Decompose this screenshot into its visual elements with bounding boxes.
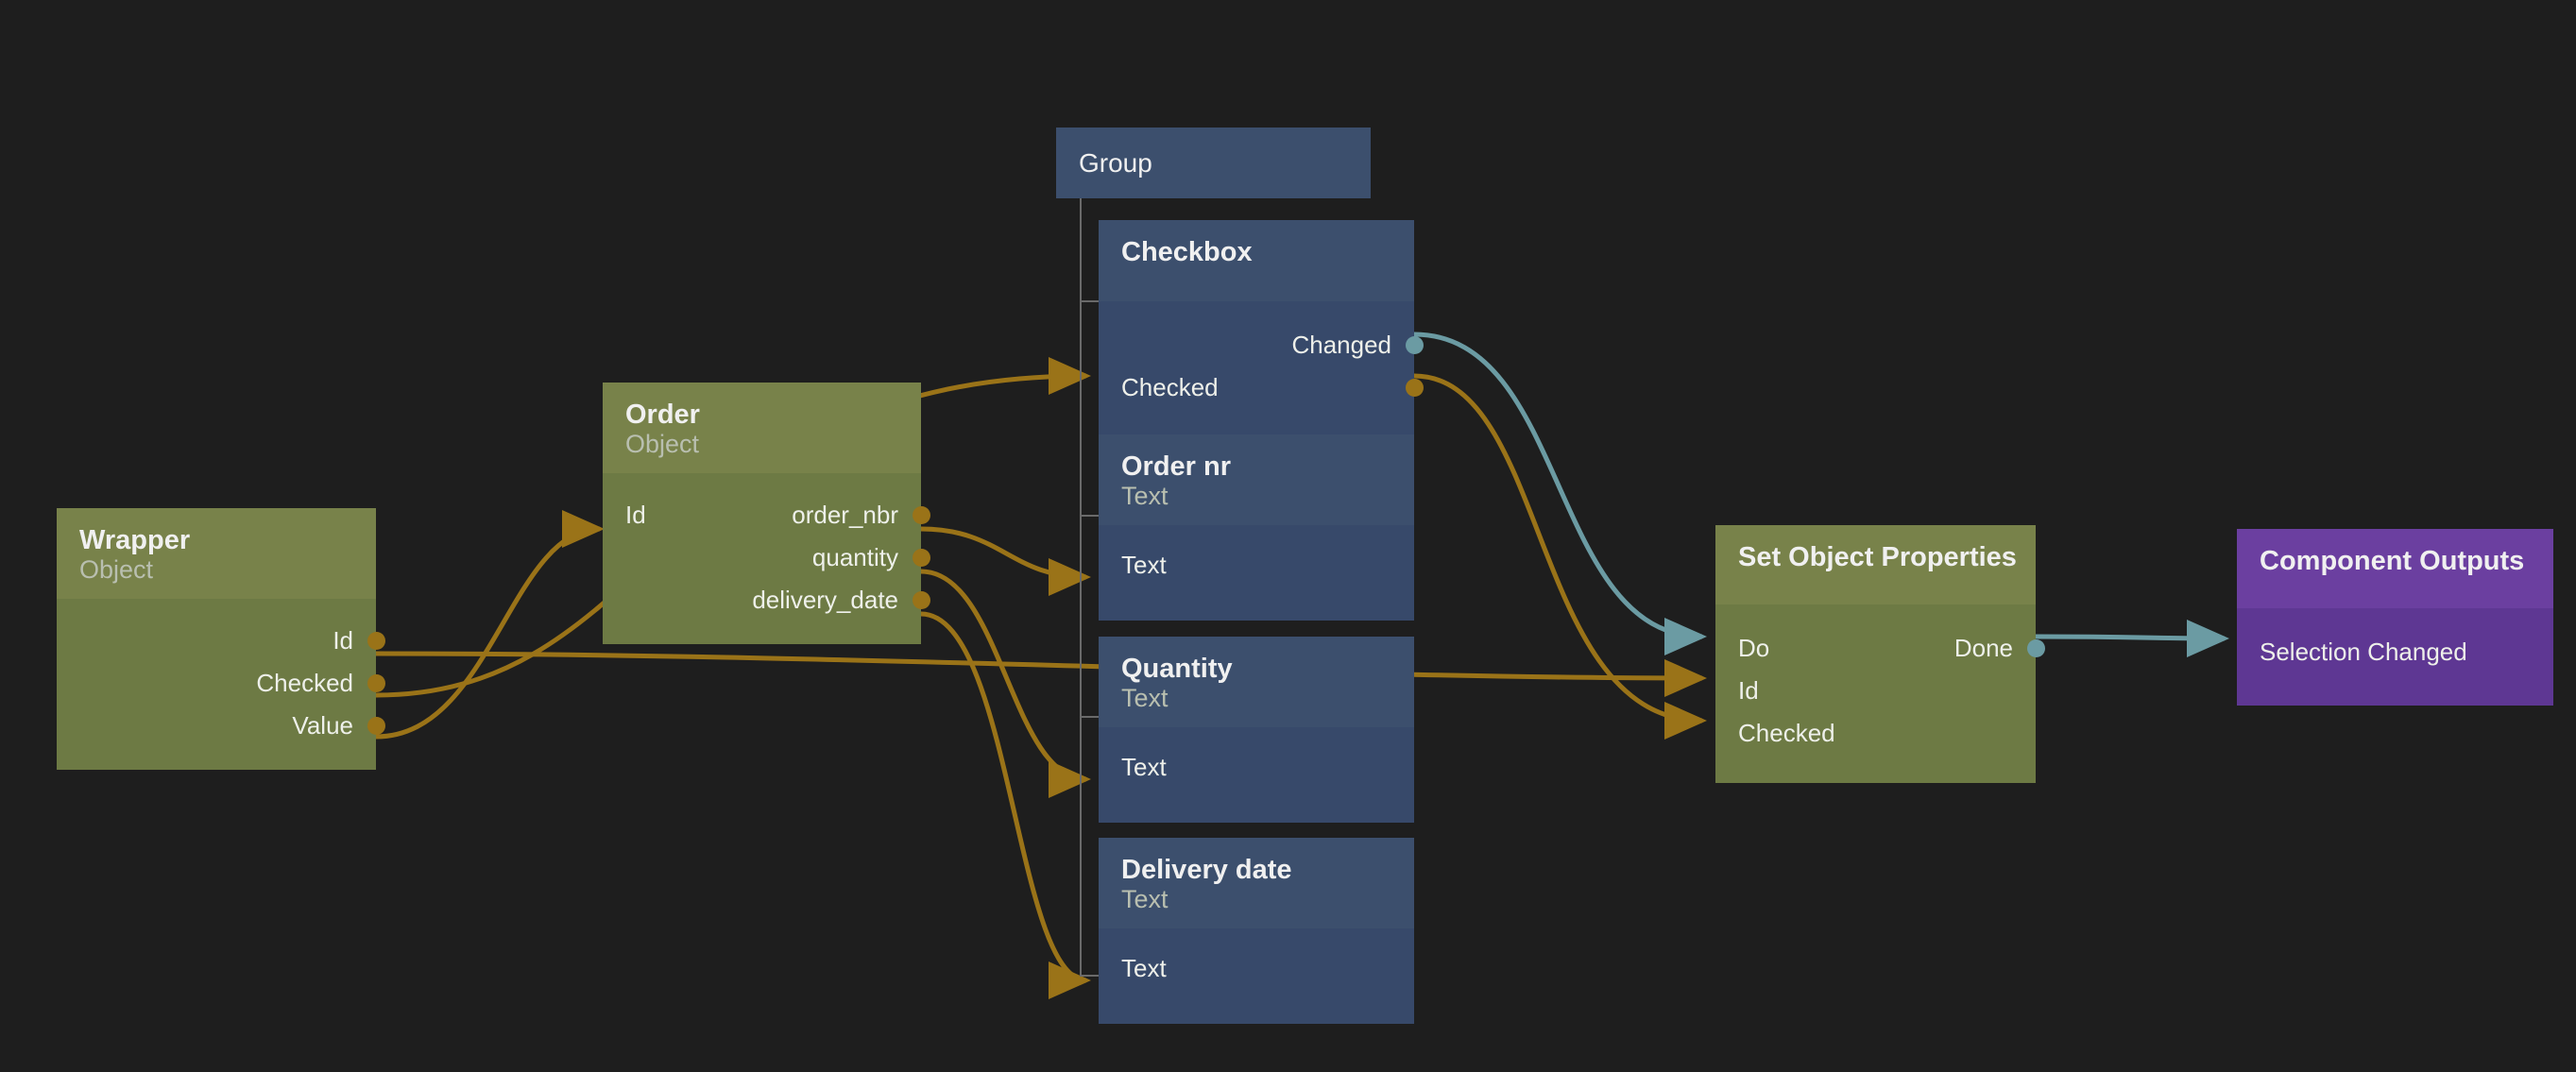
node-set-object-properties-header: Set Object Properties bbox=[1715, 525, 2036, 605]
group-tree-tick-quantity bbox=[1080, 716, 1102, 718]
port-row-wrapper-out-checked[interactable]: Checked bbox=[57, 662, 385, 705]
node-quantity-header: Quantity Text bbox=[1099, 637, 1414, 728]
node-order-nr-header: Order nr Text bbox=[1099, 434, 1414, 526]
port-label-wrapper-checked: Checked bbox=[256, 669, 353, 698]
port-label-wrapper-id: Id bbox=[333, 626, 353, 655]
node-component-outputs-body: Selection Changed bbox=[2237, 608, 2553, 706]
node-wrapper-body: Id Checked Value bbox=[57, 599, 385, 771]
port-label-order-order-nbr: order_nbr bbox=[792, 501, 898, 530]
port-row-sop-do-done[interactable]: Do Done bbox=[1715, 627, 2045, 670]
port-label-order-quantity: quantity bbox=[811, 543, 898, 572]
port-dot-checkbox-checked-out[interactable] bbox=[1405, 379, 1424, 398]
wire-order-ordernbr-to-ordernr-text bbox=[920, 526, 1091, 596]
port-dot-wrapper-value[interactable] bbox=[367, 717, 385, 736]
wire-checkbox-changed-to-sop-do bbox=[1413, 332, 1707, 655]
port-row-quantity-in-text[interactable]: Text bbox=[1099, 746, 1414, 789]
wire-order-deliverydate-to-deliverydate-text bbox=[920, 611, 1091, 999]
wire-wrapper-id-to-sop-id bbox=[375, 651, 1707, 697]
port-dot-wrapper-checked[interactable] bbox=[367, 674, 385, 693]
port-label-sop-do: Do bbox=[1738, 634, 1770, 663]
port-dot-order-quantity[interactable] bbox=[912, 549, 930, 568]
port-row-order-id-ordernbr[interactable]: Id order_nbr bbox=[603, 494, 930, 536]
port-dot-wrapper-id[interactable] bbox=[367, 632, 385, 651]
group-tree-tick-order-nr bbox=[1080, 515, 1102, 517]
port-label-wrapper-value: Value bbox=[292, 711, 353, 740]
port-label-sop-id: Id bbox=[1738, 676, 1759, 706]
node-order-subtitle: Object bbox=[625, 430, 700, 459]
port-row-order-nr-in-text[interactable]: Text bbox=[1099, 544, 1414, 587]
node-delivery-date-title: Delivery date bbox=[1121, 855, 1292, 885]
node-component-outputs-title: Component Outputs bbox=[2260, 546, 2525, 576]
port-label-sop-checked: Checked bbox=[1738, 719, 1835, 748]
port-dot-order-order-nbr[interactable] bbox=[912, 506, 930, 525]
port-row-checkbox-out-changed[interactable]: Changed bbox=[1099, 324, 1424, 366]
port-row-wrapper-out-id[interactable]: Id bbox=[57, 620, 385, 662]
node-order-nr-subtitle: Text bbox=[1121, 482, 1169, 511]
node-order-body: Id order_nbr quantity delivery_date bbox=[603, 473, 930, 645]
port-dot-order-delivery-date[interactable] bbox=[912, 591, 930, 610]
port-label-delivery-date-text: Text bbox=[1121, 954, 1167, 983]
node-quantity-body: Text bbox=[1099, 727, 1414, 824]
node-quantity[interactable]: Quantity Text Text bbox=[1099, 637, 1414, 824]
node-wrapper-header: Wrapper Object bbox=[57, 508, 376, 600]
node-quantity-subtitle: Text bbox=[1121, 684, 1169, 713]
wire-sop-done-to-component-selectionchanged bbox=[2035, 619, 2229, 657]
port-label-quantity-text: Text bbox=[1121, 753, 1167, 782]
node-quantity-title: Quantity bbox=[1121, 654, 1233, 684]
port-row-order-out-delivery-date[interactable]: delivery_date bbox=[603, 579, 930, 621]
port-label-checkbox-changed: Changed bbox=[1291, 331, 1391, 360]
node-checkbox-body: Changed Checked bbox=[1099, 301, 1424, 444]
wire-checkbox-checked-to-sop-checked bbox=[1413, 373, 1707, 740]
node-order-header: Order Object bbox=[603, 383, 921, 474]
node-order[interactable]: Order Object Id order_nbr quantity deliv… bbox=[603, 383, 930, 645]
port-row-sop-in-checked[interactable]: Checked bbox=[1715, 712, 2036, 755]
port-label-sop-done: Done bbox=[1953, 634, 2013, 663]
wire-wrapper-value-to-order-id bbox=[375, 510, 605, 740]
port-label-component-outputs-selection-changed: Selection Changed bbox=[2260, 638, 2467, 667]
group-tree-stem bbox=[1080, 194, 1082, 977]
port-dot-sop-done[interactable] bbox=[2026, 639, 2045, 658]
node-wrapper-subtitle: Object bbox=[79, 555, 154, 585]
group-tree-tick-delivery-date bbox=[1080, 975, 1102, 977]
port-row-checkbox-checked[interactable]: Checked bbox=[1099, 366, 1424, 409]
group-label: Group bbox=[1079, 147, 1152, 178]
node-checkbox-header: Checkbox bbox=[1099, 220, 1414, 302]
node-delivery-date-subtitle: Text bbox=[1121, 885, 1169, 914]
port-dot-checkbox-changed[interactable] bbox=[1405, 336, 1424, 355]
group-banner[interactable]: Group bbox=[1056, 128, 1371, 198]
port-row-sop-in-id[interactable]: Id bbox=[1715, 670, 2036, 712]
node-component-outputs[interactable]: Component Outputs Selection Changed bbox=[2237, 529, 2553, 706]
port-row-component-outputs-in-selection-changed[interactable]: Selection Changed bbox=[2237, 631, 2553, 673]
node-delivery-date-body: Text bbox=[1099, 928, 1414, 1025]
node-delivery-date[interactable]: Delivery date Text Text bbox=[1099, 838, 1414, 1025]
node-delivery-date-header: Delivery date Text bbox=[1099, 838, 1414, 929]
node-set-object-properties-body: Do Done Id Checked bbox=[1715, 604, 2045, 784]
node-order-nr-title: Order nr bbox=[1121, 451, 1232, 482]
node-component-outputs-header: Component Outputs bbox=[2237, 529, 2553, 609]
wire-order-quantity-to-quantity-text bbox=[920, 569, 1091, 798]
node-set-object-properties[interactable]: Set Object Properties Do Done Id Checked bbox=[1715, 525, 2045, 784]
node-set-object-properties-title: Set Object Properties bbox=[1738, 542, 2017, 572]
port-label-order-delivery-date: delivery_date bbox=[752, 586, 898, 615]
port-row-wrapper-out-value[interactable]: Value bbox=[57, 705, 385, 747]
node-wrapper[interactable]: Wrapper Object Id Checked Value bbox=[57, 508, 385, 771]
port-label-order-nr-text: Text bbox=[1121, 551, 1167, 580]
port-row-delivery-date-in-text[interactable]: Text bbox=[1099, 947, 1414, 990]
port-label-checkbox-checked: Checked bbox=[1121, 373, 1219, 402]
group-tree-tick-checkbox bbox=[1080, 300, 1102, 302]
node-order-nr-body: Text bbox=[1099, 525, 1414, 621]
node-checkbox-title: Checkbox bbox=[1121, 237, 1253, 267]
node-wrapper-title: Wrapper bbox=[79, 525, 191, 555]
node-checkbox[interactable]: Checkbox Changed Checked bbox=[1099, 220, 1424, 444]
node-order-title: Order bbox=[625, 400, 700, 430]
port-row-order-out-quantity[interactable]: quantity bbox=[603, 536, 930, 579]
node-order-nr[interactable]: Order nr Text Text bbox=[1099, 434, 1414, 621]
port-label-order-id: Id bbox=[625, 501, 646, 530]
